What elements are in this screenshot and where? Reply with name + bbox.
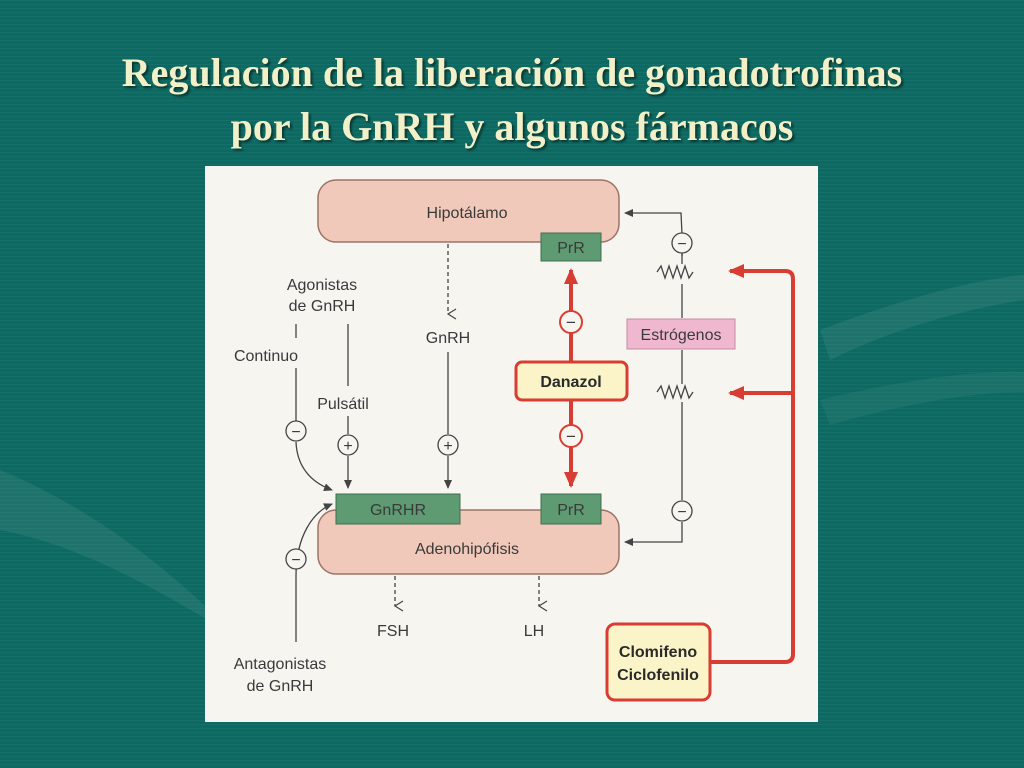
- svg-text:−: −: [677, 236, 686, 253]
- danazol-minus-up-icon: −: [559, 310, 583, 334]
- svg-text:−: −: [291, 552, 300, 569]
- danazol-label: Danazol: [540, 374, 601, 391]
- clomifeno-label: Clomifeno: [619, 644, 697, 661]
- pulsatil-plus-icon: +: [337, 434, 359, 456]
- estrogen-top-minus-icon: −: [671, 232, 693, 254]
- lh-label: LH: [524, 623, 544, 640]
- danazol-box: Danazol: [514, 360, 629, 402]
- continuo-arrow: [295, 441, 333, 492]
- gnrhr-box: GnRHR: [335, 493, 461, 525]
- slide-title-line-1: Regulación de la liberación de gonadotro…: [121, 50, 903, 95]
- diagram-canvas: Hipotálamo PrR Adenohipófisis GnRHR PrR …: [234, 179, 795, 702]
- prr-bottom-box: PrR: [540, 493, 602, 525]
- clomifeno-to-top-receptor-arrow: [710, 264, 795, 664]
- continuo-minus-icon: −: [285, 420, 307, 442]
- agonistas-label-2: de GnRH: [289, 298, 356, 315]
- continuo-label: Continuo: [234, 348, 298, 365]
- gnrhr-label: GnRHR: [370, 502, 426, 519]
- estrogenos-box: Estrógenos: [626, 318, 736, 350]
- prr-bottom-label: PrR: [557, 502, 585, 519]
- estrogen-bottom-receptor-icon: [656, 383, 694, 401]
- antagonistas-label-1: Antagonistas: [234, 656, 327, 673]
- svg-text:−: −: [566, 313, 576, 332]
- slide-title-line-2: por la GnRH y algunos fármacos: [230, 104, 794, 149]
- antagonistas-minus-icon: −: [285, 548, 307, 570]
- prr-top-box: PrR: [540, 232, 602, 262]
- pulsatil-label: Pulsátil: [317, 396, 369, 413]
- gnrh-label: GnRH: [426, 330, 470, 347]
- fsh-label: FSH: [377, 623, 409, 640]
- antagonistas-arrow: [295, 503, 333, 642]
- antagonistas-label-2: de GnRH: [247, 678, 314, 695]
- regulation-diagram: Hipotálamo PrR Adenohipófisis GnRHR PrR …: [205, 166, 818, 722]
- svg-text:−: −: [677, 504, 686, 521]
- estrogen-top-receptor-icon: [656, 263, 694, 281]
- danazol-minus-down-icon: −: [559, 424, 583, 448]
- estrogen-to-adenohipofisis-arrow: [624, 522, 683, 546]
- adenohipofisis-box: Adenohipófisis: [317, 509, 620, 575]
- estrogenos-label: Estrógenos: [641, 327, 722, 344]
- prr-top-label: PrR: [557, 240, 585, 257]
- svg-text:−: −: [291, 424, 300, 441]
- estrogen-bottom-minus-icon: −: [671, 500, 693, 522]
- hipotalamo-box: Hipotálamo: [317, 179, 620, 243]
- estrogen-to-hipotalamo-arrow: [624, 209, 683, 235]
- svg-text:+: +: [443, 438, 452, 455]
- hipotalamo-label: Hipotálamo: [427, 205, 508, 222]
- clomifeno-box: Clomifeno Ciclofenilo: [605, 622, 712, 702]
- ciclofenilo-label: Ciclofenilo: [617, 667, 699, 684]
- agonistas-label-1: Agonistas: [287, 277, 357, 294]
- svg-text:−: −: [566, 427, 576, 446]
- gnrh-plus-icon: +: [437, 434, 459, 456]
- slide-title: Regulación de la liberación de gonadotro…: [0, 46, 1024, 154]
- svg-text:+: +: [343, 438, 352, 455]
- adenohipofisis-label: Adenohipófisis: [415, 541, 519, 558]
